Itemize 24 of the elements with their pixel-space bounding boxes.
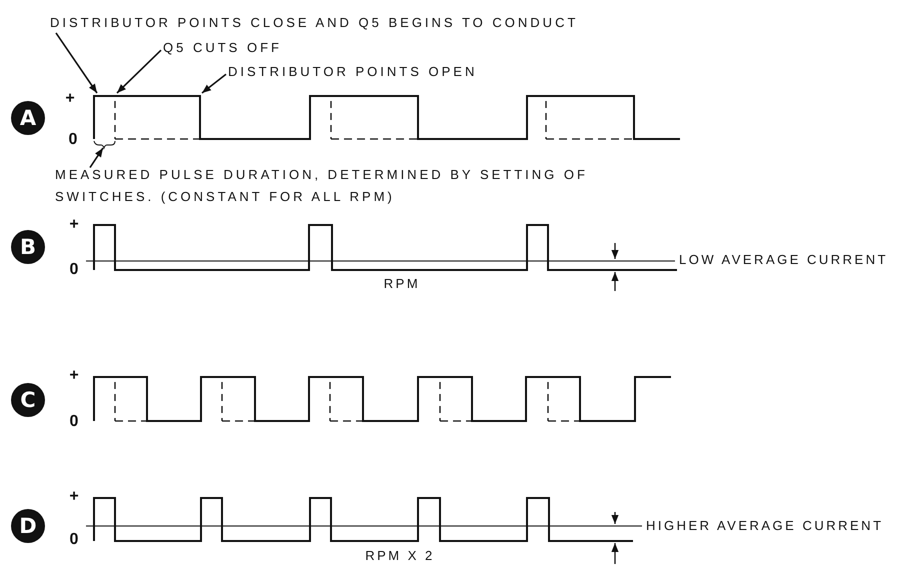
leader-arrow [116, 50, 162, 94]
panel-letter-badge: C [11, 383, 45, 417]
level-label: 0 [70, 263, 78, 277]
annotation-label: RPM [384, 276, 420, 292]
level-label: + [65, 92, 75, 106]
level-label: 0 [70, 415, 78, 429]
panel-letter-badge: B [11, 230, 45, 264]
level-label: 0 [68, 133, 78, 147]
annotation-text: Q5 CUTS OFF [163, 37, 282, 59]
panel-letter-badge: D [11, 509, 45, 543]
annotation-label: LOW AVERAGE CURRENT [679, 252, 888, 268]
annotation-text: MEASURED PULSE DURATION, DETERMINED BY SETTING OF SWITCHES. (CONSTANT FOR ALL RPM) [55, 164, 665, 208]
panel-letter-badge: A [11, 101, 45, 135]
annotation-text: DISTRIBUTOR POINTS CLOSE AND Q5 BEGINS TO CONDUCT [50, 12, 578, 34]
annotation-label: RPM X 2 [365, 548, 435, 564]
leader-arrow [202, 74, 226, 94]
annotation-text: DISTRIBUTOR POINTS OPEN [228, 61, 478, 83]
level-label: + [69, 490, 79, 504]
level-label: 0 [70, 533, 78, 547]
leader-arrow [55, 32, 98, 94]
level-label: + [69, 218, 79, 232]
level-label: + [69, 369, 79, 383]
leader-arrow [89, 148, 104, 168]
annotation-label: HIGHER AVERAGE CURRENT [646, 518, 884, 534]
